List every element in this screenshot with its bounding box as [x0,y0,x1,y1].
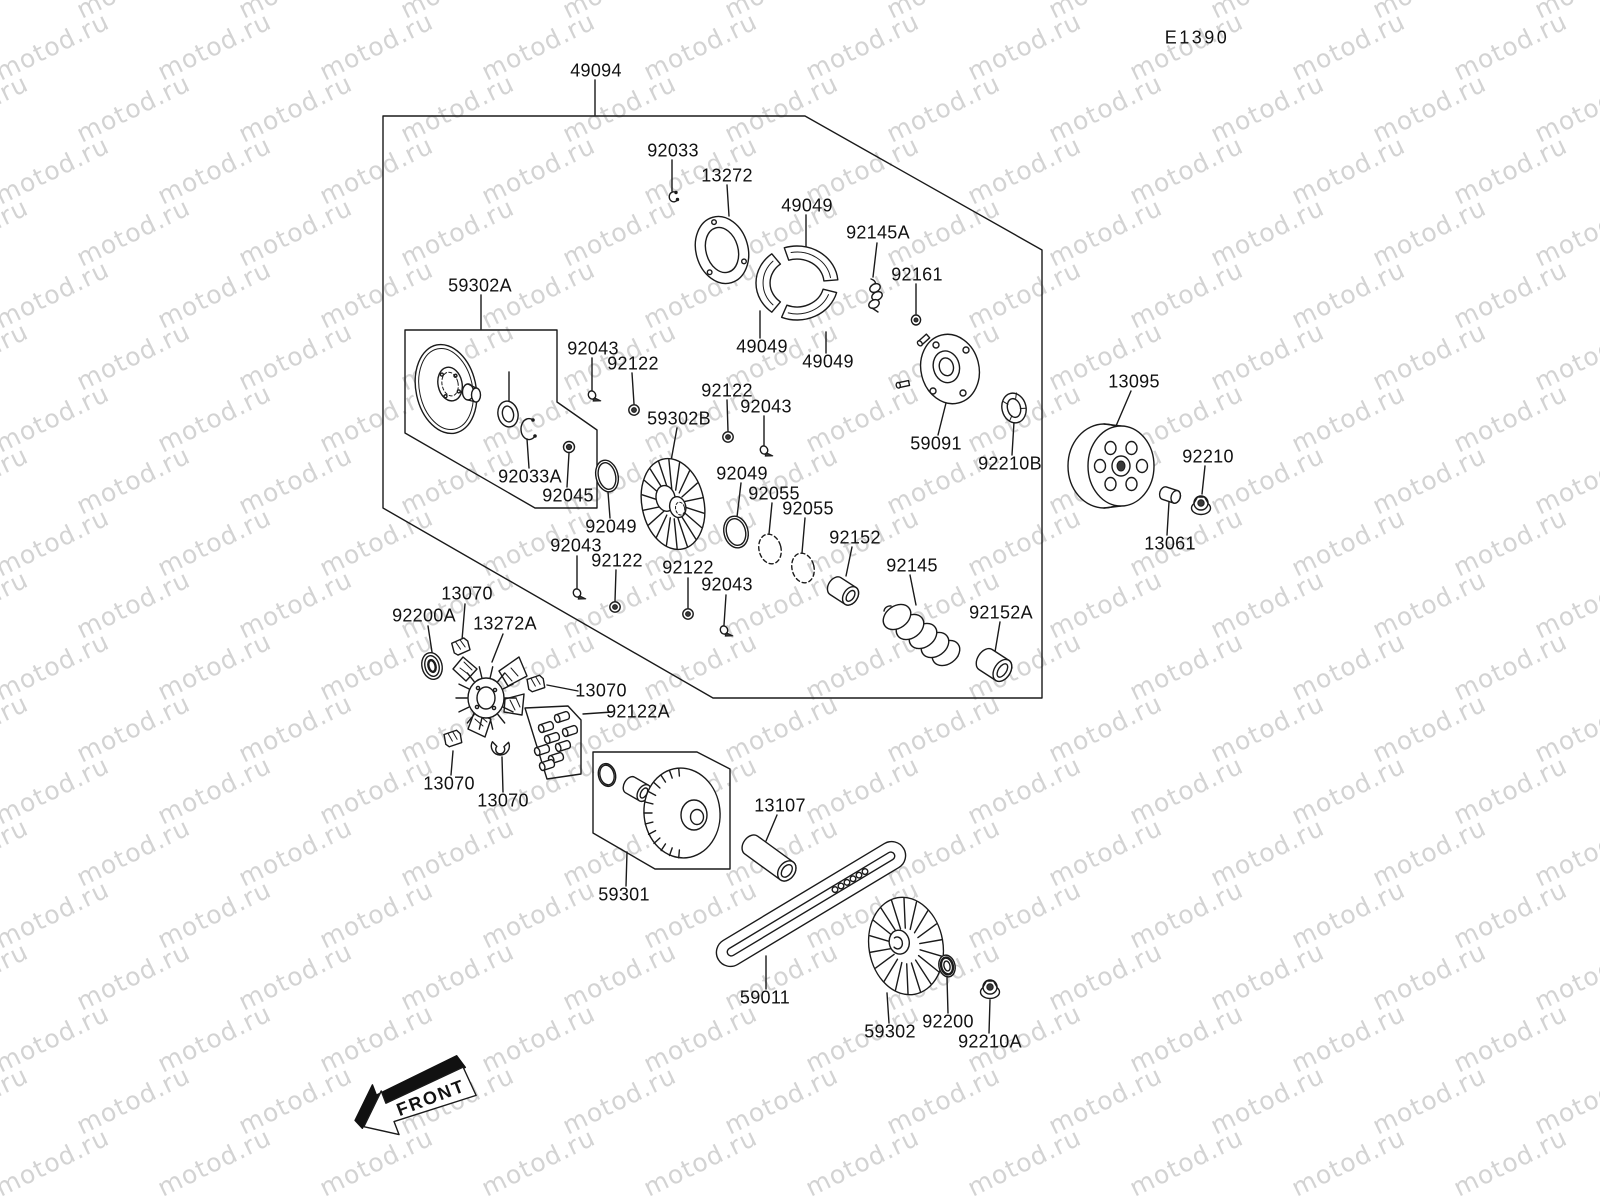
part-label-92033-1: 92033 [647,140,699,161]
part-59302b-pulley [640,457,706,551]
page-code: E1390 [1164,27,1230,48]
part-label-49049-3: 49049 [781,195,833,216]
part-92145-spring [882,603,961,667]
part-92043-pin [719,625,734,637]
part-label-92145a-4: 92145A [846,222,910,243]
part-59011-belt [715,840,907,968]
front-arrow: FRONT [354,1055,477,1136]
part-92043-pin [587,390,602,402]
part-59301-oring [597,762,617,788]
part-label-92033a-19: 92033A [498,466,562,487]
part-label-92161-5: 92161 [891,264,943,285]
part-label-49094-0: 49094 [570,60,622,81]
assembly-outline-59301 [592,751,731,870]
part-92055-shim [791,552,815,584]
part-92152a-bushing [975,647,1013,683]
part-label-92152a-32: 92152A [969,602,1033,623]
part-49049-shoe-top [783,245,839,282]
part-label-92122-9: 92122 [607,353,659,374]
part-59302a-pulley-face [414,343,478,435]
part-92200a-washer [421,651,443,681]
part-92043-pin [759,445,774,457]
part-92049-oring-right [723,515,749,549]
part-label-92043-30: 92043 [701,574,753,595]
part-label-49049-7: 49049 [736,336,788,357]
part-92210b-seal [1001,392,1027,424]
part-label-92210-16: 92210 [1182,446,1234,467]
part-label-59091-15: 59091 [910,433,962,454]
leader-lines [427,79,1206,1034]
part-92122-nut [628,404,640,416]
part-label-92045-21: 92045 [542,485,594,506]
part-label-59302a-6: 59302A [448,275,512,296]
part-92055-shim [758,533,782,565]
part-92033a-circlip [520,417,537,441]
part-label-92200-42: 92200 [922,1011,974,1032]
assembly-outline-49094 [382,115,1043,699]
part-label-13107-39: 13107 [754,795,806,816]
part-label-13070-31: 13070 [441,583,493,604]
part-label-13070-38: 13070 [477,790,529,811]
part-label-59301-40: 59301 [598,884,650,905]
part-59302-fan-pulley [867,896,945,996]
part-49049-shoe-left [755,253,782,313]
part-92122-nut [609,601,621,613]
part-label-92145-28: 92145 [886,555,938,576]
part-label-92210a-44: 92210A [958,1031,1022,1052]
part-label-92049-18: 92049 [716,463,768,484]
part-92049-oring-left [594,459,620,493]
part-13095-clutch-drum [1067,423,1155,509]
part-label-92152-24: 92152 [829,527,881,548]
part-92043-pin [572,588,587,600]
part-label-92055-20: 92055 [748,483,800,504]
part-13061-bushing [1158,486,1182,504]
part-13272-plate [694,215,750,285]
part-92161-nut [910,314,922,326]
part-label-92122-29: 92122 [662,557,714,578]
part-label-13070-35: 13070 [575,680,627,701]
part-label-92210b-17: 92210B [978,453,1042,474]
part-92045-nut [562,440,576,454]
part-13070-slider [526,674,546,693]
part-label-13272-2: 13272 [701,165,753,186]
part-label-92043-13: 92043 [740,396,792,417]
part-92200-washer [938,954,956,978]
part-label-13272a-34: 13272A [473,613,537,634]
part-label-92122-27: 92122 [591,550,643,571]
part-label-59302b-14: 59302B [647,408,711,429]
part-label-13095-11: 13095 [1108,371,1160,392]
part-label-59011-41: 59011 [739,987,791,1008]
part-label-92049-23: 92049 [585,516,637,537]
part-13107-collar [741,834,797,882]
part-label-13070-37: 13070 [423,773,475,794]
part-92033-circlip [668,190,680,203]
part-label-13061-25: 13061 [1144,533,1196,554]
part-label-92122-12: 92122 [701,380,753,401]
part-13070-slider [443,729,463,748]
part-92122-nut [682,608,694,620]
part-label-59302-43: 59302 [864,1021,916,1042]
part-49049-shoe-bottom [780,288,838,321]
part-92152-bushing [826,576,860,606]
part-92122-nut [722,431,734,443]
part-13272a-ramp-plate [452,656,528,738]
part-label-92055-22: 92055 [782,498,834,519]
part-label-92122a-36: 92122A [606,701,670,722]
part-92145a-spring [868,278,883,313]
part-59301-pulley [643,767,721,859]
part-label-92043-26: 92043 [550,535,602,556]
part-label-49049-10: 49049 [802,351,854,372]
part-92046-bearing [497,400,519,428]
part-92122a-rollers [533,710,579,772]
part-13070-slider [490,741,510,756]
part-59091-carrier [895,333,981,405]
part-13070-slider [451,637,471,656]
part-92210-nut [1190,495,1212,516]
part-92210a-nut [979,979,1001,1000]
part-59302a-shaft [461,383,482,403]
part-label-92043-8: 92043 [567,338,619,359]
part-label-92200a-33: 92200A [392,605,456,626]
